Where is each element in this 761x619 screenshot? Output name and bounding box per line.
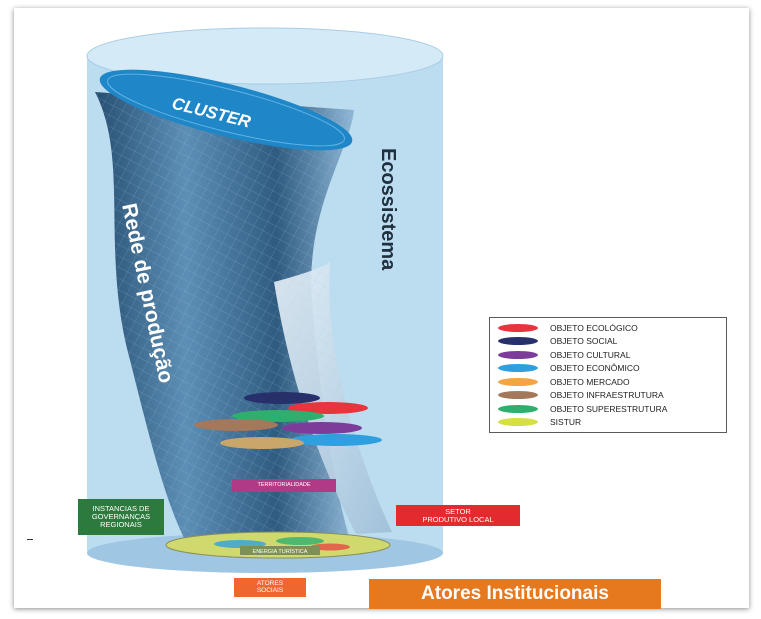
legend-item: OBJETO CULTURAL (498, 348, 726, 362)
legend-swatch (498, 323, 538, 332)
legend-swatch (498, 391, 538, 400)
legend-swatch (498, 350, 538, 359)
legend-swatch (498, 404, 538, 413)
ellipse-cultural (282, 422, 362, 434)
territorialidade-box: TERRITORIALIDADE (232, 479, 336, 492)
legend-item: SISTUR (498, 416, 726, 430)
ellipse-superestrutura (232, 410, 324, 422)
legend-label: SISTUR (550, 417, 582, 428)
instancias-line-3: REGIONAIS (100, 519, 142, 529)
legend-label: OBJETO SOCIAL (550, 336, 618, 347)
setor-line-1: SETOR (445, 506, 471, 516)
cluster-top: CLUSTER (99, 69, 353, 151)
ellipse-social (244, 392, 320, 404)
instancias-line-2: GOVERNANÇAS (91, 512, 151, 522)
ellipse-economico (290, 434, 382, 446)
legend-swatch (498, 337, 538, 346)
legend-swatch (498, 377, 538, 386)
setor-produtivo-box: SETOR PRODUTIVO LOCAL (396, 505, 520, 526)
atores-institucionais-text: Atores Institucionais (421, 583, 609, 605)
ellipse-mercado (220, 437, 304, 449)
legend-item: OBJETO ECOLÓGICO (498, 321, 726, 335)
atores-institucionais-box: Atores Institucionais (369, 579, 661, 609)
legend-label: OBJETO CULTURAL (550, 349, 631, 360)
ecossistema-label: Ecossistema (377, 148, 399, 271)
instancias-line-1: INSTANCIAS DE (92, 504, 150, 514)
legend-label: OBJETO MERCADO (550, 376, 630, 387)
base-label: ENERGIA TURÍSTICA (253, 548, 308, 555)
legend-label: OBJETO ECOLÓGICO (550, 322, 638, 333)
legend-label: OBJETO ECONÔMICO (550, 363, 640, 374)
stray-dash (27, 539, 33, 540)
atores-sociais-box: ATORES SOCIAIS (234, 578, 306, 597)
setor-line-2: PRODUTIVO LOCAL (422, 514, 494, 524)
legend-swatch (498, 364, 538, 373)
legend-swatch (498, 418, 538, 427)
legend-item: OBJETO SOCIAL (498, 335, 726, 349)
legend: OBJETO ECOLÓGICO OBJETO SOCIAL OBJETO CU… (489, 317, 727, 433)
legend-label: OBJETO INFRAESTRUTURA (550, 390, 664, 401)
atores-line-2: SOCIAIS (256, 586, 284, 594)
legend-item: OBJETO INFRAESTRUTURA (498, 389, 726, 403)
territorialidade-text: TERRITORIALIDADE (257, 481, 311, 488)
legend-item: OBJETO SUPERESTRUTURA (498, 402, 726, 416)
instancias-governancas-box: INSTANCIAS DE GOVERNANÇAS REGIONAIS (78, 499, 164, 535)
ellipse-ecologico (288, 402, 368, 414)
atores-line-1: ATORES (256, 579, 284, 587)
object-ellipses (194, 392, 382, 449)
legend-item: OBJETO MERCADO (498, 375, 726, 389)
legend-item: OBJETO ECONÔMICO (498, 362, 726, 376)
base-disc: ENERGIA TURÍSTICA (165, 531, 391, 559)
legend-label: OBJETO SUPERESTRUTURA (550, 403, 668, 414)
ellipse-infraestrutura (194, 419, 278, 431)
